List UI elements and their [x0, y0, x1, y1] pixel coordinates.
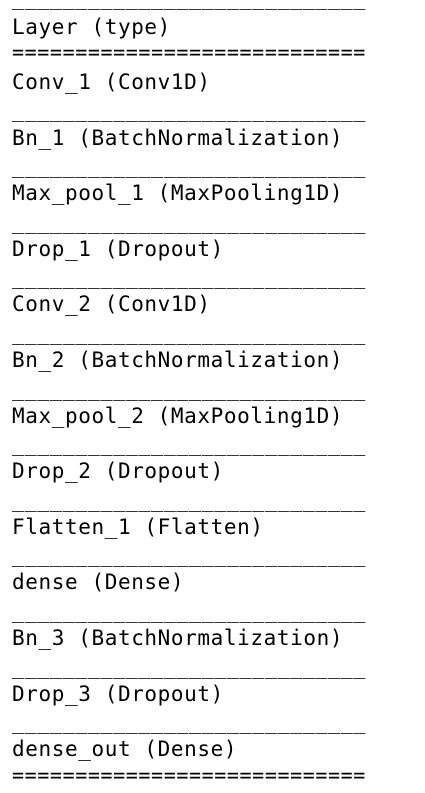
row-separator: ____________________________ — [12, 321, 366, 345]
row-separator: ____________________________ — [12, 98, 366, 122]
layer-row: dense_out (Dense) — [12, 737, 238, 761]
layer-row: Max_pool_2 (MaxPooling1D) — [12, 404, 344, 428]
row-separator: ____________________________ — [12, 599, 366, 623]
row-separator: ____________________________ — [12, 265, 366, 289]
layer-row: Conv_2 (Conv1D) — [12, 292, 211, 316]
header-rule: ============================ — [12, 40, 366, 64]
layer-row: Conv_1 (Conv1D) — [12, 70, 211, 94]
layer-row: Bn_3 (BatchNormalization) — [12, 626, 344, 650]
layer-row: Max_pool_1 (MaxPooling1D) — [12, 181, 344, 205]
row-separator: ____________________________ — [12, 210, 366, 234]
layer-row: dense (Dense) — [12, 570, 185, 594]
row-separator: ____________________________ — [12, 655, 366, 679]
layer-row: Drop_3 (Dropout) — [12, 682, 224, 706]
bottom-rule: ============================ — [12, 763, 366, 787]
row-separator: ____________________________ — [12, 377, 366, 401]
top-rule: ____________________________ — [12, 0, 416, 10]
layer-row: Drop_1 (Dropout) — [12, 237, 224, 261]
layer-row: Bn_2 (BatchNormalization) — [12, 348, 344, 372]
layer-row: Drop_2 (Dropout) — [12, 459, 224, 483]
model-summary-panel: ____________________________ Layer (type… — [12, 0, 416, 793]
header-label: Layer (type) — [12, 15, 171, 39]
layer-row: Bn_1 (BatchNormalization) — [12, 126, 344, 150]
layer-row: Flatten_1 (Flatten) — [12, 515, 264, 539]
row-separator: ____________________________ — [12, 488, 366, 512]
row-separator: ____________________________ — [12, 432, 366, 456]
row-separator: ____________________________ — [12, 154, 366, 178]
row-separator: ____________________________ — [12, 710, 366, 734]
row-separator: ____________________________ — [12, 543, 366, 567]
